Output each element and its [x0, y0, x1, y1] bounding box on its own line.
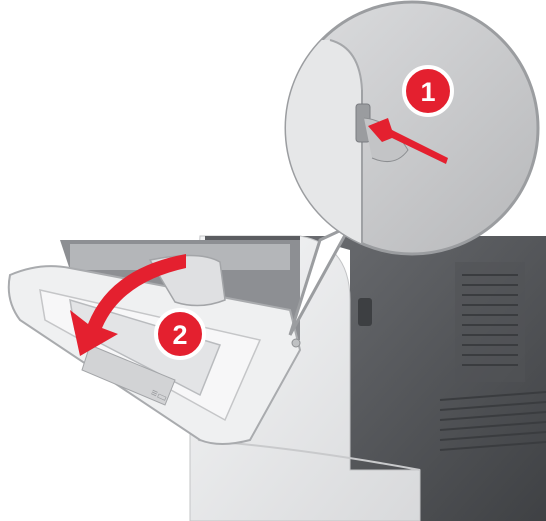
push-arrow-icon [368, 118, 448, 164]
feeder-latch [291, 338, 301, 348]
step-number-2: 2 [172, 320, 187, 350]
step-number-1: 1 [420, 77, 435, 107]
pull-down-arrow-icon [70, 254, 186, 356]
step-badge-2: 2 [154, 308, 206, 360]
step-badge-1: 1 [402, 65, 454, 117]
zoom-callout [284, 0, 540, 336]
